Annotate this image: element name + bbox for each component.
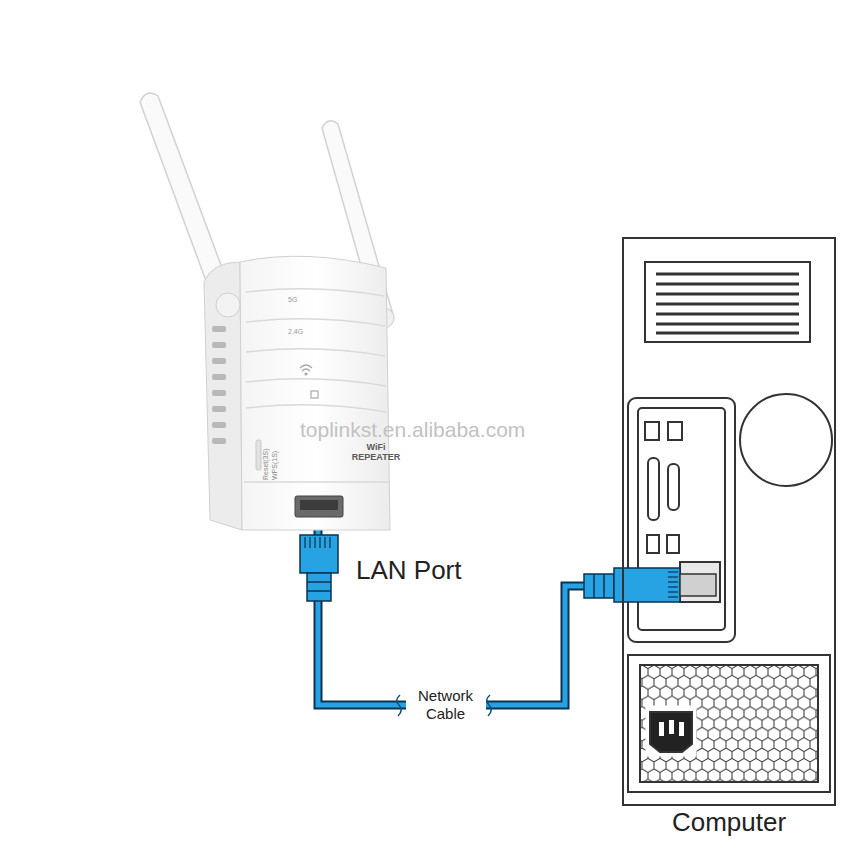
io-port <box>647 535 659 553</box>
contact <box>319 537 320 548</box>
device-side <box>204 262 242 530</box>
wifi-arc <box>300 365 312 368</box>
cable-outline <box>318 530 622 705</box>
psu <box>628 655 830 792</box>
boot-rib <box>307 590 331 592</box>
contact <box>309 537 310 548</box>
vent-slot <box>212 326 226 332</box>
socket-pin <box>669 720 674 734</box>
port-shell <box>680 574 716 596</box>
plug-head <box>300 535 338 573</box>
wifi-icon <box>300 365 312 375</box>
computer-case: Computer <box>622 237 836 806</box>
ethernet-port <box>680 562 720 602</box>
contact <box>668 596 678 597</box>
vent-slot <box>212 390 226 396</box>
vent-slot <box>212 374 226 380</box>
plug-boot <box>307 573 331 601</box>
boot-rib <box>603 574 605 598</box>
slat <box>656 283 799 286</box>
contact <box>324 537 325 548</box>
break-mark <box>487 695 492 716</box>
button-label: WPS(1S) <box>271 451 279 480</box>
wifi-dot <box>305 373 307 375</box>
led-label: 2.4G <box>288 328 303 336</box>
slat <box>656 323 799 326</box>
port-label: LAN Port <box>356 556 462 586</box>
contact <box>668 576 678 577</box>
contact <box>668 571 678 572</box>
device-front <box>240 256 390 530</box>
slat <box>656 303 799 306</box>
contact <box>304 537 305 548</box>
computer-details <box>628 262 832 792</box>
vent-slats <box>656 274 799 333</box>
io-panel <box>628 398 735 642</box>
socket-pin <box>679 722 684 736</box>
lan-icon <box>311 391 318 398</box>
led-label: 5G <box>288 296 297 304</box>
top-vent <box>645 262 810 342</box>
computer-label: Computer <box>624 808 834 838</box>
device-brand: WiFi REPEATER <box>350 442 402 463</box>
repeater-device: WiFi REPEATER <box>210 258 390 530</box>
plug-contacts <box>668 572 678 597</box>
power-socket <box>650 712 692 752</box>
connector-group <box>318 530 622 705</box>
io-slot <box>648 458 659 520</box>
repeater-body <box>204 256 390 530</box>
rj45-plug-horizontal <box>584 568 716 602</box>
contact <box>329 537 330 548</box>
ridge <box>246 379 386 386</box>
io-slot <box>668 464 679 510</box>
contact <box>668 586 678 587</box>
ridge <box>246 319 385 326</box>
socket-pin <box>659 722 664 736</box>
plug-contacts <box>305 537 330 548</box>
io-port <box>668 422 682 440</box>
io-port <box>645 422 659 440</box>
watermark: toplinkst.en.alibaba.com <box>300 418 525 442</box>
lan-port-inner <box>300 500 338 510</box>
contact <box>668 591 678 592</box>
side-button <box>256 440 261 470</box>
contact <box>668 581 678 582</box>
boot-rib <box>593 574 595 598</box>
cable-label: Network Cable <box>406 687 486 723</box>
io-port <box>667 535 679 553</box>
slat <box>656 273 799 276</box>
lan-port <box>295 496 343 517</box>
ridge <box>244 481 389 483</box>
plug-boot <box>584 574 614 598</box>
ridge <box>246 405 386 412</box>
wifi-arc <box>302 369 310 371</box>
ridge <box>246 349 385 356</box>
vent-slot <box>212 358 226 364</box>
boot-rib <box>307 581 331 583</box>
rj45-plug-vertical <box>300 535 338 601</box>
slat <box>656 332 799 335</box>
socket-ground <box>646 706 696 756</box>
contact <box>314 537 315 548</box>
vent-slot <box>212 422 226 428</box>
antenna-joint <box>216 293 240 317</box>
fan-circle <box>740 394 832 486</box>
psu-grille <box>640 665 818 782</box>
network-cable <box>318 530 622 705</box>
slat <box>656 293 799 296</box>
break-mark <box>397 695 402 716</box>
vent-slot <box>212 438 226 444</box>
vent-slot <box>212 406 226 412</box>
side-vents <box>212 326 226 444</box>
ridge <box>246 289 384 296</box>
vent-slot <box>212 342 226 348</box>
slat <box>656 313 799 316</box>
button-label: Reset(3S) <box>262 448 270 480</box>
